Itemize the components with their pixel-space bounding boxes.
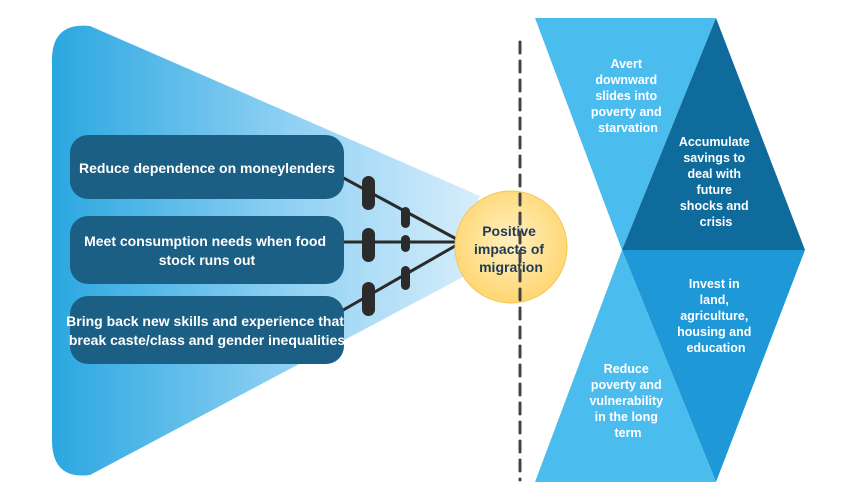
cause-2-line-1: Meet consumption needs when food (84, 233, 326, 249)
cause-box-1-bg (70, 135, 344, 199)
svg-text:Invest in land, agricu: Invest in land, agriculture, housing and… (677, 277, 755, 355)
clamp-3b (401, 266, 410, 290)
svg-text:Reduce dependence on moneylend: Reduce dependence on moneylenders (79, 160, 335, 176)
connector-line-1 (336, 173, 464, 244)
outcome-tri-bottom-right (622, 250, 805, 482)
svg-text:Positive impacts of: Positive impacts of migration (474, 223, 548, 275)
svg-text:Bring back new skills and expe: Bring back new skills and experience tha… (66, 313, 348, 348)
clamp-2a (362, 228, 375, 262)
cause-box-2-bg (70, 216, 344, 284)
outcome-4-line-5: term (614, 426, 641, 440)
cause-3-line-1: Bring back new skills and experience tha… (66, 313, 344, 329)
outcome-3-line-1: Invest in (689, 277, 740, 291)
center-line-2: impacts of (474, 241, 544, 257)
outcome-4-line-4: in the long (595, 410, 658, 424)
center-node: Positive impacts of migration (454, 190, 568, 304)
outcome-2-line-6: crisis (700, 215, 733, 229)
outcome-3-line-3: agriculture, (680, 309, 748, 323)
outcome-1-line-5: starvation (598, 121, 658, 135)
outcome-3-line-4: housing and (677, 325, 751, 339)
outcome-3-line-5: education (686, 341, 745, 355)
clamp-1b (401, 207, 410, 228)
outcome-2-line-5: shocks and (680, 199, 749, 213)
outcome-4-line-2: poverty and (591, 378, 662, 392)
clamp-2b (401, 235, 410, 252)
outcome-1-line-3: slides into (595, 89, 657, 103)
svg-text:Reduce poverty and vul: Reduce poverty and vulnerability in the … (589, 362, 666, 440)
center-circle (454, 190, 568, 304)
clamp-3a (362, 282, 375, 316)
connector-line-3 (336, 240, 464, 315)
svg-text:Accumulate savings to: Accumulate savings to deal with future s… (679, 135, 753, 229)
outcome-1-line-2: downward (595, 73, 657, 87)
outcome-3-line-2: land, (700, 293, 729, 307)
center-line-1: Positive (482, 223, 536, 239)
clamp-1a (362, 176, 375, 210)
center-line-3: migration (479, 259, 543, 275)
connector-clamps (362, 176, 410, 316)
outcome-2-line-1: Accumulate (679, 135, 750, 149)
cause-box-1: Reduce dependence on moneylenders (70, 135, 344, 199)
outcome-tri-top-right (622, 18, 805, 250)
cause-box-3-bg (70, 296, 344, 364)
svg-text:Avert downward slides: Avert downward slides into poverty and s… (591, 57, 665, 135)
outcome-tri-top-left (535, 18, 716, 250)
outcome-4-line-3: vulnerability (589, 394, 663, 408)
outcome-1-line-1: Avert (611, 57, 643, 71)
outcome-2-line-2: savings to (683, 151, 745, 165)
connector-lines (336, 173, 464, 315)
cause-box-3: Bring back new skills and experience tha… (66, 296, 348, 364)
cause-3-line-2: break caste/class and gender inequalitie… (69, 332, 345, 348)
outcome-1-line-4: poverty and (591, 105, 662, 119)
cause-box-2: Meet consumption needs when food stock r… (70, 216, 344, 284)
outcome-4-line-1: Reduce (604, 362, 649, 376)
outcome-2-line-4: future (697, 183, 732, 197)
cause-1-line-1: Reduce dependence on moneylenders (79, 160, 335, 176)
svg-text:Meet consumption needs when fo: Meet consumption needs when food stock r… (84, 233, 330, 268)
outcome-chevron (535, 18, 805, 482)
outcome-2-line-3: deal with (688, 167, 741, 181)
cause-2-line-2: stock runs out (159, 252, 256, 268)
outcome-tri-bottom-left (535, 250, 716, 482)
